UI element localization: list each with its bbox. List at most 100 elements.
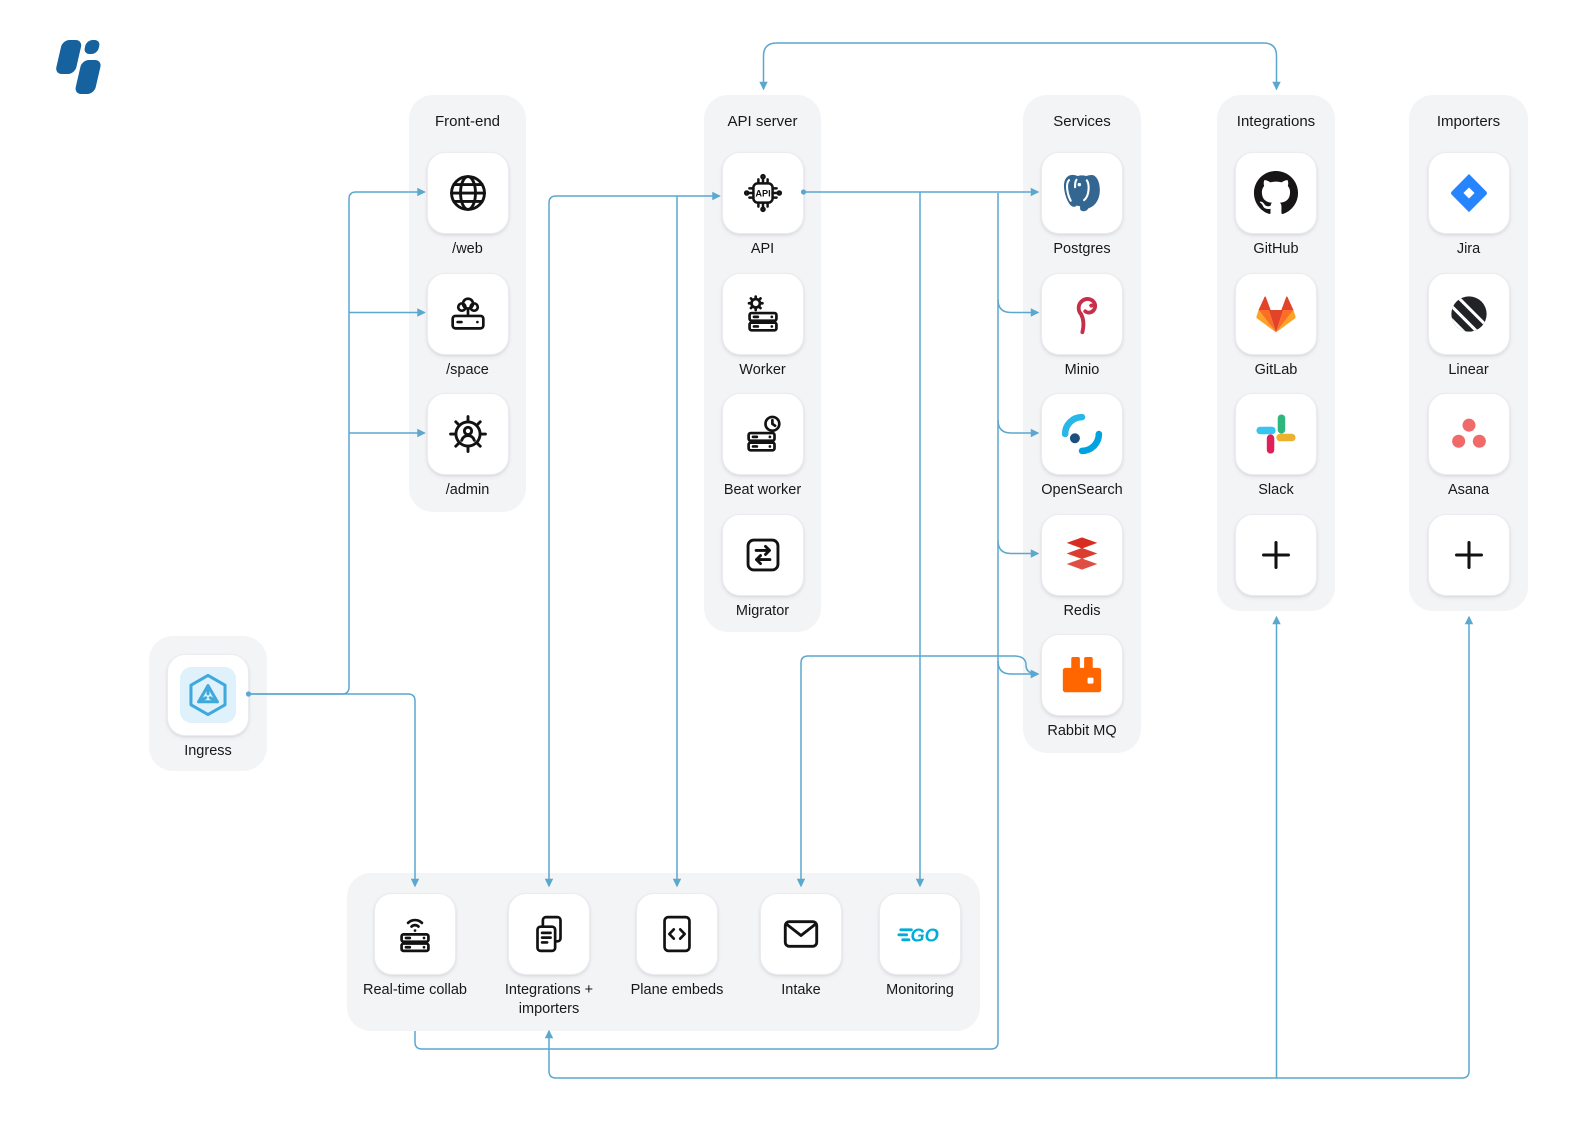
node-opensearch-card [1041, 393, 1123, 475]
node-admin-card [426, 393, 509, 475]
node-plane-embeds-label: Plane embeds [630, 982, 724, 998]
plane-logo [40, 34, 144, 111]
node-real-time-collab-card [374, 893, 456, 975]
realtime-collab-icon [392, 911, 438, 957]
node-admin: /admin [409, 393, 526, 514]
node-intake: Intake [742, 893, 860, 1000]
node-real-time-collab: Real-time collab [356, 893, 474, 1000]
node-add-integration-card [1235, 513, 1317, 596]
node-asana-card [1427, 393, 1510, 475]
slack-icon [1253, 411, 1299, 457]
node-redis-card [1041, 513, 1123, 596]
rabbitmq-icon [1059, 652, 1105, 698]
node-migrator-card [721, 513, 804, 596]
node-github: GitHub [1217, 152, 1335, 273]
node-space-card [426, 272, 509, 355]
asana-icon [1446, 411, 1492, 457]
node-web-label: /web [452, 241, 483, 257]
node-ingress: Ingress [149, 654, 267, 775]
node-rabbit-mq-card [1041, 634, 1123, 716]
node-admin-label: /admin [445, 482, 490, 498]
node-ingress-card [167, 654, 249, 736]
migrator-icon [740, 532, 786, 578]
node-worker-card [721, 272, 804, 355]
node-rabbit-mq-label: Rabbit MQ [1047, 723, 1117, 739]
node-slack-label: Slack [1258, 482, 1294, 498]
plane-embeds-icon [654, 911, 700, 957]
opensearch-icon [1059, 411, 1105, 457]
group-title-front-end: Front-end [434, 113, 501, 130]
node-opensearch-label: OpenSearch [1041, 482, 1123, 498]
node-gitlab-card [1235, 272, 1317, 355]
admin-gear-icon [445, 411, 491, 457]
node-jira-label: Jira [1456, 241, 1481, 257]
ingress-icon [180, 667, 236, 723]
edge-ingress-realtime [248, 693, 420, 888]
node-monitoring: GO Monitoring [861, 893, 979, 1000]
node-gitlab: GitLab [1217, 272, 1335, 394]
edge-intimp-api [544, 191, 721, 888]
github-icon [1253, 170, 1299, 216]
node-redis: Redis [1023, 513, 1141, 635]
node-worker-label: Worker [739, 361, 786, 378]
postgres-icon [1059, 170, 1105, 216]
node-minio-label: Minio [1064, 361, 1100, 378]
node-add-importer-card [1427, 513, 1510, 596]
node-slack-card [1235, 393, 1317, 475]
node-worker: Worker [704, 272, 821, 394]
node-opensearch: OpenSearch [1023, 393, 1141, 514]
edge-ingress-web [248, 187, 426, 695]
group-title-services: Services [1053, 113, 1111, 130]
node-intake-label: Intake [781, 982, 821, 998]
group-ingress: Ingress [149, 636, 267, 771]
redis-icon [1059, 532, 1105, 578]
node-integrations-importers-label: Integrations + importers [504, 982, 594, 1017]
node-linear: Linear [1409, 272, 1528, 394]
jira-icon [1446, 170, 1492, 216]
node-add-integration [1217, 513, 1335, 635]
group-ingress-nodes: Ingress [149, 654, 267, 775]
node-redis-label: Redis [1063, 602, 1101, 619]
edge-intake-rabbitmq [796, 655, 1040, 888]
beat-worker-icon [740, 411, 786, 457]
node-migrator: Migrator [704, 513, 821, 635]
node-space-label: /space [446, 361, 489, 378]
intake-icon [778, 911, 824, 957]
node-slack: Slack [1217, 393, 1335, 514]
node-postgres: Postgres [1023, 152, 1141, 273]
svg-text:GO: GO [910, 925, 938, 945]
node-plane-embeds: Plane embeds [618, 893, 736, 1000]
node-asana-label: Asana [1447, 482, 1490, 498]
node-api-card: API [721, 152, 804, 234]
node-monitoring-card: GO [879, 893, 961, 975]
node-beat-worker: Beat worker [704, 393, 821, 514]
node-linear-label: Linear [1448, 361, 1489, 378]
group-front-end-nodes: /web/space/admin [409, 152, 526, 514]
node-plane-embeds-card [636, 893, 718, 975]
node-gitlab-label: GitLab [1254, 361, 1298, 378]
node-api-label: API [750, 241, 775, 257]
node-beat-worker-card [721, 393, 804, 475]
node-api: API API [704, 152, 821, 273]
node-asana: Asana [1409, 393, 1528, 514]
node-integrations-importers-card [508, 893, 590, 975]
node-jira-card [1427, 152, 1510, 234]
node-migrator-label: Migrator [735, 602, 790, 619]
node-monitoring-label: Monitoring [886, 982, 954, 998]
node-github-card [1235, 152, 1317, 234]
node-beat-worker-label: Beat worker [723, 482, 802, 498]
node-intake-card [760, 893, 842, 975]
node-jira: Jira [1409, 152, 1528, 273]
minio-icon [1059, 291, 1105, 337]
